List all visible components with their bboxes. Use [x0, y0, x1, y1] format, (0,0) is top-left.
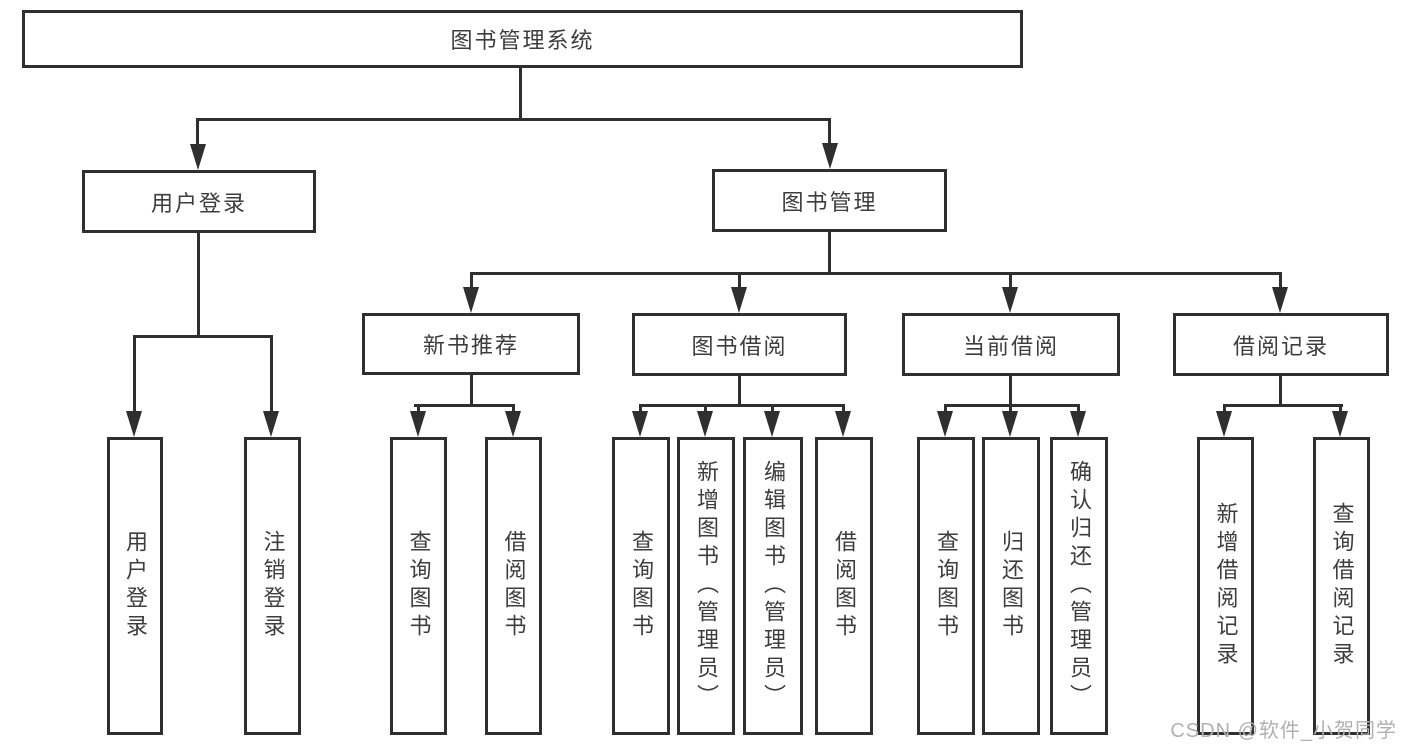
leaf-bb-borrow-books-label: 借阅图书: [832, 530, 857, 642]
leaf-bb-query-books-label: 查询图书: [629, 530, 654, 642]
leaf-nb-borrow-books: 借阅图书: [485, 437, 542, 735]
arrowhead-book-mgmt: [822, 143, 838, 169]
connector-current-borrow-bus: [944, 404, 1080, 407]
arrowhead-book-borrow: [731, 287, 747, 313]
connector-borrow-records-drop: [1279, 376, 1282, 407]
leaf-user-login: 用户登录: [107, 437, 163, 735]
leaf-cb-return-books: 归还图书: [982, 437, 1040, 735]
connector-borrow-records-bus: [1223, 404, 1343, 407]
node-user-login: 用户登录: [82, 170, 316, 233]
connector-drop-cb-leaf3: [1077, 407, 1080, 413]
leaf-cb-return-books-label: 归还图书: [999, 530, 1024, 642]
connector-drop-new-books: [470, 275, 473, 288]
connector-drop-bb-leaf4: [842, 407, 845, 413]
leaf-bb-edit-books-admin-label: 编辑图书（管理员）: [761, 460, 786, 712]
leaf-logout-label: 注销登录: [260, 530, 286, 642]
connector-drop-borrow-records: [1279, 275, 1282, 288]
arrowhead-user-login: [190, 144, 206, 170]
leaf-br-query-record-label: 查询借阅记录: [1329, 502, 1355, 670]
arrowhead-new-books: [463, 287, 479, 313]
connector-book-borrow-bus: [639, 404, 845, 407]
node-root: 图书管理系统: [22, 10, 1023, 68]
node-book-mgmt: 图书管理: [712, 169, 947, 232]
arrowhead-br-leaf1: [1216, 411, 1232, 437]
leaf-bb-borrow-books: 借阅图书: [815, 437, 873, 735]
leaf-cb-confirm-return-admin: 确认归还（管理员）: [1050, 437, 1108, 735]
connector-drop-user-login: [196, 121, 199, 147]
connector-drop-nb-leaf1: [417, 407, 420, 413]
node-borrow-records: 借阅记录: [1173, 313, 1389, 376]
arrowhead-logout-leaf: [263, 411, 279, 437]
connector-current-borrow-drop: [1009, 376, 1012, 407]
connector-new-books-drop: [470, 375, 473, 407]
node-book-mgmt-label: 图书管理: [781, 189, 878, 215]
arrowhead-cb-leaf1: [937, 411, 953, 437]
node-root-label: 图书管理系统: [450, 28, 595, 53]
leaf-bb-add-books-admin: 新增图书（管理员）: [677, 437, 735, 735]
node-new-books-label: 新书推荐: [422, 333, 519, 358]
arrowhead-borrow-records: [1272, 287, 1288, 313]
leaf-bb-query-books: 查询图书: [612, 437, 670, 735]
leaf-br-query-record: 查询借阅记录: [1313, 437, 1370, 735]
node-current-borrow: 当前借阅: [902, 313, 1120, 376]
leaf-nb-query-books-label: 查询图书: [406, 530, 432, 642]
arrowhead-br-leaf2: [1332, 411, 1348, 437]
connector-user-login-drop: [197, 233, 200, 335]
connector-drop-cb-leaf2: [1009, 407, 1012, 413]
arrowhead-bb-leaf4: [835, 411, 851, 437]
node-book-borrow: 图书借阅: [632, 313, 847, 376]
arrowhead-nb-leaf1: [410, 411, 426, 437]
connector-drop-book-borrow: [738, 275, 741, 288]
leaf-bb-add-books-admin-label: 新增图书（管理员）: [694, 460, 719, 712]
leaf-cb-confirm-return-admin-label: 确认归还（管理员）: [1067, 460, 1092, 712]
connector-user-login-bus: [133, 335, 273, 338]
arrowhead-bb-leaf2: [697, 411, 713, 437]
leaf-cb-query-books-label: 查询图书: [934, 530, 959, 642]
leaf-br-add-record-label: 新增借阅记录: [1213, 502, 1239, 670]
arrowhead-login-leaf: [126, 411, 142, 437]
connector-drop-cb-leaf1: [944, 407, 947, 413]
node-new-books: 新书推荐: [362, 313, 580, 375]
arrowhead-cb-leaf3: [1070, 411, 1086, 437]
node-current-borrow-label: 当前借阅: [962, 333, 1059, 359]
connector-drop-br-leaf1: [1223, 407, 1226, 413]
connector-drop-current-borrow: [1009, 275, 1012, 288]
arrowhead-cb-leaf2: [1002, 411, 1018, 437]
connector-drop-book-mgmt: [828, 121, 831, 146]
connector-drop-br-leaf2: [1339, 407, 1342, 413]
node-borrow-records-label: 借阅记录: [1232, 333, 1329, 359]
arrowhead-current-borrow: [1002, 287, 1018, 313]
connector-level2-bus: [196, 118, 831, 121]
connector-drop-bb-leaf2: [704, 407, 707, 413]
leaf-logout: 注销登录: [244, 437, 301, 735]
node-user-login-label: 用户登录: [150, 190, 247, 216]
connector-drop-logout-leaf: [270, 338, 273, 411]
connector-new-books-bus: [414, 404, 515, 407]
connector-sections-bus: [470, 272, 1282, 275]
connector-root-drop: [519, 68, 522, 118]
connector-drop-nb-leaf2: [512, 407, 515, 413]
node-book-borrow-label: 图书借阅: [691, 333, 788, 359]
connector-drop-bb-leaf3: [771, 407, 774, 413]
leaf-cb-query-books: 查询图书: [917, 437, 975, 735]
leaf-bb-edit-books-admin: 编辑图书（管理员）: [743, 437, 803, 735]
leaf-nb-query-books: 查询图书: [390, 437, 447, 735]
arrowhead-bb-leaf3: [764, 411, 780, 437]
connector-book-mgmt-drop: [828, 232, 831, 272]
arrowhead-nb-leaf2: [505, 411, 521, 437]
leaf-nb-borrow-books-label: 借阅图书: [501, 530, 527, 642]
leaf-user-login-label: 用户登录: [123, 530, 148, 642]
watermark: CSDN @软件_小贺同学: [1170, 720, 1397, 742]
connector-drop-bb-leaf1: [639, 407, 642, 413]
arrowhead-bb-leaf1: [632, 411, 648, 437]
connector-book-borrow-drop: [738, 376, 741, 407]
leaf-br-add-record: 新增借阅记录: [1197, 437, 1254, 735]
connector-drop-login-leaf: [133, 338, 136, 411]
